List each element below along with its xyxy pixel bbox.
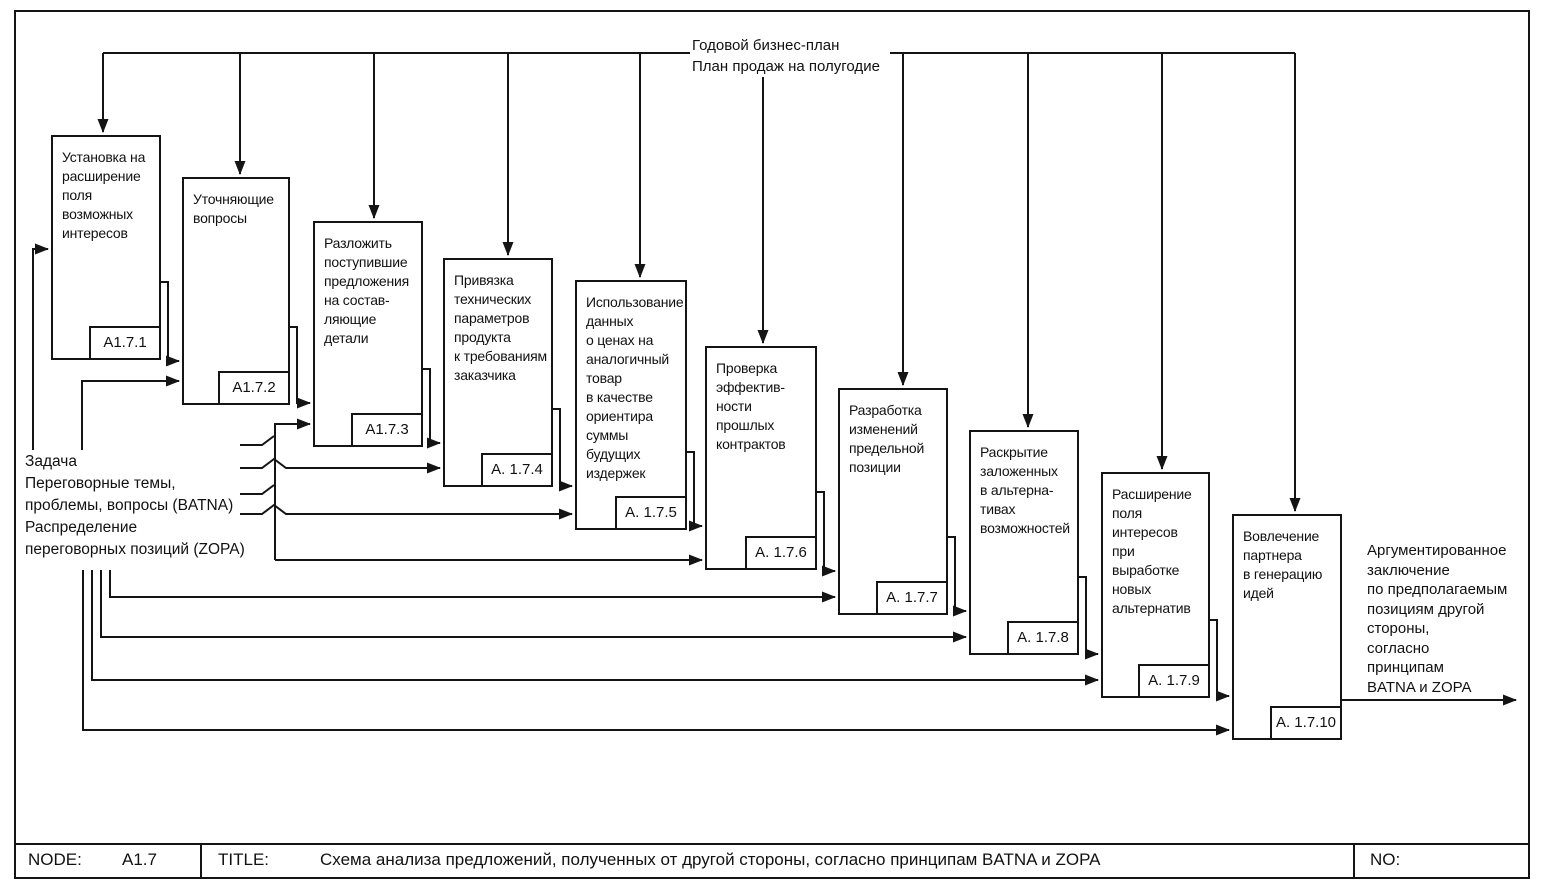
- node-value: A1.7: [122, 850, 157, 869]
- process-box-label: Уточняющие вопросы: [193, 191, 274, 226]
- title-label: TITLE:: [218, 850, 270, 869]
- no-label: NO:: [1370, 850, 1401, 869]
- process-box: Установка на расширение поля возможных и…: [51, 135, 161, 360]
- footer-bar: [14, 843, 1530, 879]
- output-label: Аргументированное заключение по предпола…: [1367, 542, 1508, 696]
- process-box-label: Установка на расширение поля возможных и…: [62, 149, 146, 241]
- process-box-label: Расширение поля интересов при выработке …: [1112, 486, 1192, 616]
- process-box-tag: A1.7.3: [351, 413, 423, 447]
- process-box-label: Использование данных о ценах на аналогич…: [586, 294, 684, 481]
- process-box-tag: A. 1.7.7: [876, 581, 948, 615]
- control-label: Годовой бизнес-план План продаж на полуг…: [690, 35, 890, 77]
- process-box-tag: A1.7.2: [218, 371, 290, 405]
- input-label: Задача Переговорные темы, проблемы, вопр…: [25, 453, 245, 558]
- process-box-label: Раскрытие заложенных в альтерна- тивах в…: [980, 444, 1070, 536]
- process-box: Вовлечение партнера в генерацию идей A. 1…: [1232, 514, 1342, 740]
- process-box-label: Разложить поступившие предложения на сос…: [324, 235, 410, 346]
- process-box: Проверка эффектив- ности прошлых контрак…: [705, 346, 817, 570]
- process-box-tag: A. 1.7.5: [615, 496, 687, 530]
- process-box-tag: A. 1.7.6: [745, 536, 817, 570]
- process-box-tag: A. 1.7.9: [1138, 664, 1210, 698]
- node-label: NODE:: [28, 850, 82, 869]
- process-box-label: Разработка изменений предельной позиции: [849, 402, 925, 475]
- process-box: Привязка технических параметров продукта…: [443, 258, 553, 487]
- process-box: Расширение поля интересов при выработке …: [1101, 472, 1210, 698]
- process-box-tag: A. 1.7.10: [1270, 706, 1342, 740]
- title-value: Схема анализа предложений, полученных от…: [320, 850, 1101, 869]
- process-box: Раскрытие заложенных в альтерна- тивах в…: [969, 430, 1079, 655]
- process-box-tag: A. 1.7.8: [1007, 621, 1079, 655]
- process-box-label: Привязка технических параметров продукта…: [454, 272, 547, 383]
- process-box-label: Проверка эффектив- ности прошлых контрак…: [716, 360, 786, 452]
- process-box-label: Вовлечение партнера в генерацию идей: [1243, 528, 1323, 601]
- process-box: Использование данных о ценах на аналогич…: [575, 280, 687, 530]
- footer-divider: [1353, 843, 1355, 879]
- diagram-border: [14, 10, 1530, 879]
- process-box-tag: A1.7.1: [89, 326, 161, 360]
- process-box-tag: A. 1.7.4: [481, 453, 553, 487]
- footer-divider: [200, 843, 202, 879]
- process-box: Разложить поступившие предложения на сос…: [313, 221, 423, 447]
